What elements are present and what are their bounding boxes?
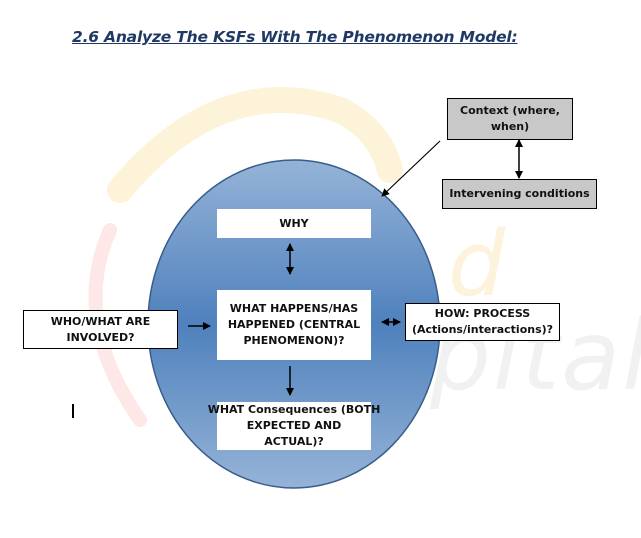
node-why: WHY: [217, 209, 371, 238]
node-how-process: HOW: PROCESS (Actions/interactions)?: [405, 303, 560, 341]
node-context-line-1: Context (where,: [460, 104, 560, 117]
node-central-line-3: PHENOMENON)?: [243, 334, 345, 347]
node-central-line-1: WHAT HAPPENS/HAS: [229, 302, 359, 315]
node-who-what: WHO/WHAT ARE INVOLVED?: [23, 310, 178, 349]
node-intervening-label: Intervening conditions: [449, 187, 590, 200]
page-heading: 2.6 Analyze The KSFs With The Phenomenon…: [72, 28, 518, 46]
node-context: Context (where, when): [447, 98, 573, 140]
node-who-line-1: WHO/WHAT ARE: [50, 314, 151, 328]
watermark-swoosh-yellow: [107, 87, 403, 203]
node-consequences-line-1: WHAT Consequences (BOTH: [207, 403, 381, 416]
node-consequences: WHAT Consequences (BOTH EXPECTED AND ACT…: [208, 402, 380, 450]
node-consequences-line-2: EXPECTED AND ACTUAL)?: [246, 419, 342, 448]
node-central-line-2: HAPPENED (CENTRAL: [227, 318, 361, 331]
node-central-phenomenon: WHAT HAPPENS/HAS HAPPENED (CENTRAL PHENO…: [217, 290, 371, 360]
node-how-line-2: (Actions/interactions)?: [411, 323, 554, 336]
connector-context-ellipse: [381, 140, 441, 197]
node-who-line-2: INVOLVED?: [66, 330, 135, 344]
node-why-label: WHY: [279, 216, 309, 230]
node-intervening-conditions: Intervening conditions: [442, 179, 597, 209]
node-context-line-2: when): [490, 120, 530, 133]
node-how-line-1: HOW: PROCESS: [434, 307, 531, 320]
text-cursor: [72, 404, 74, 418]
watermark-text-d: d: [448, 212, 506, 317]
